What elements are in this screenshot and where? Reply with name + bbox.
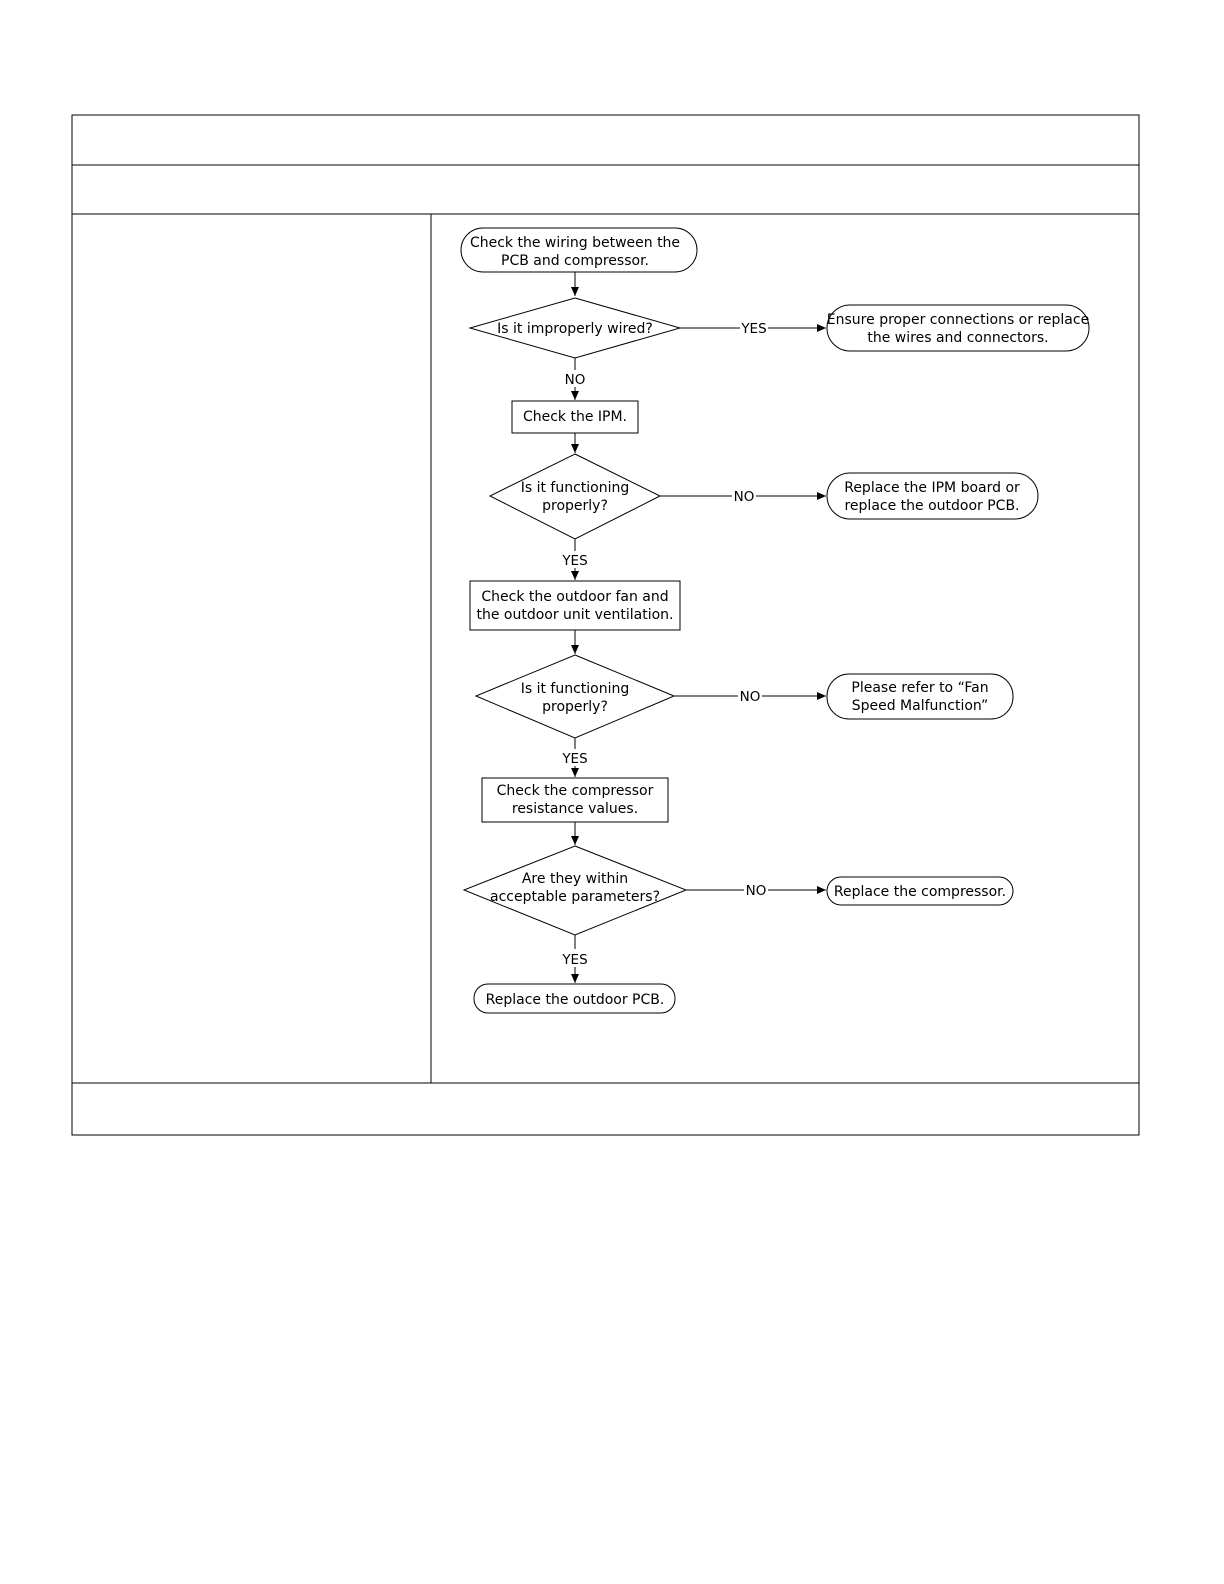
branch-label-wired-no: NO	[565, 372, 586, 388]
terminal-fix-fan	[826, 673, 1014, 720]
terminal-replace-compressor	[826, 876, 1014, 906]
decision-fan-line2: properly?	[542, 699, 608, 715]
branch-label-ipm-yes: YES	[561, 553, 587, 569]
terminal-fix-wiring-line2: the wires and connectors.	[867, 330, 1048, 346]
terminal-fix-ipm-line2: replace the outdoor PCB.	[844, 498, 1019, 514]
branch-label-wired-yes: YES	[740, 321, 766, 337]
terminal-fix-ipm-line1: Replace the IPM board or	[844, 480, 1020, 496]
decision-ipm-line2: properly?	[542, 498, 608, 514]
process-check-compressor-line2: resistance values.	[512, 801, 638, 817]
decision-compressor-line1: Are they within	[522, 871, 628, 887]
table-frame	[71, 114, 1140, 1136]
terminal-fix-fan-line2: Speed Malfunction”	[852, 698, 989, 714]
decision-improperly-wired-label: Is it improperly wired?	[497, 321, 653, 337]
decision-ipm-functioning	[488, 453, 662, 540]
branch-label-ipm-no: NO	[734, 489, 755, 505]
terminal-fix-wiring-line1: Ensure proper connections or replace	[827, 312, 1089, 328]
decision-fan-line1: Is it functioning	[521, 681, 630, 697]
flowchart-connectors	[571, 272, 826, 983]
flowchart-node-texts: Check the wiring between the PCB and com…	[470, 235, 1089, 1008]
branch-label-comp-no: NO	[746, 883, 767, 899]
flowchart-nodes	[460, 227, 1090, 1014]
process-check-fan-line1: Check the outdoor fan and	[481, 589, 668, 605]
terminal-fix-wiring	[826, 304, 1090, 352]
terminal-replace-compressor-label: Replace the compressor.	[834, 884, 1006, 900]
process-check-ipm-label: Check the IPM.	[523, 409, 627, 425]
branch-label-fan-no: NO	[740, 689, 761, 705]
decision-improperly-wired	[468, 297, 682, 359]
decision-fan-functioning	[474, 654, 676, 739]
terminal-fix-fan-line1: Please refer to “Fan	[851, 680, 988, 696]
branch-label-comp-yes: YES	[561, 952, 587, 968]
table-outline	[71, 114, 1140, 1136]
start-node	[460, 227, 698, 273]
start-node-line1: Check the wiring between the	[470, 235, 680, 251]
process-check-compressor-line1: Check the compressor	[497, 783, 654, 799]
decision-compressor-parameters	[462, 845, 688, 936]
process-check-fan	[469, 580, 681, 631]
decision-ipm-line1: Is it functioning	[521, 480, 630, 496]
end-node	[473, 983, 676, 1014]
flowchart-branch-labels: YES NO NO YES NO YES NO YES	[561, 321, 766, 968]
process-check-fan-line2: the outdoor unit ventilation.	[476, 607, 673, 623]
process-check-compressor	[481, 777, 669, 823]
branch-label-fan-yes: YES	[561, 751, 587, 767]
decision-compressor-line2: acceptable parameters?	[490, 889, 660, 905]
process-check-ipm	[511, 400, 639, 434]
start-node-line2: PCB and compressor.	[501, 253, 649, 269]
terminal-fix-ipm	[826, 472, 1039, 520]
end-node-label: Replace the outdoor PCB.	[486, 992, 665, 1008]
